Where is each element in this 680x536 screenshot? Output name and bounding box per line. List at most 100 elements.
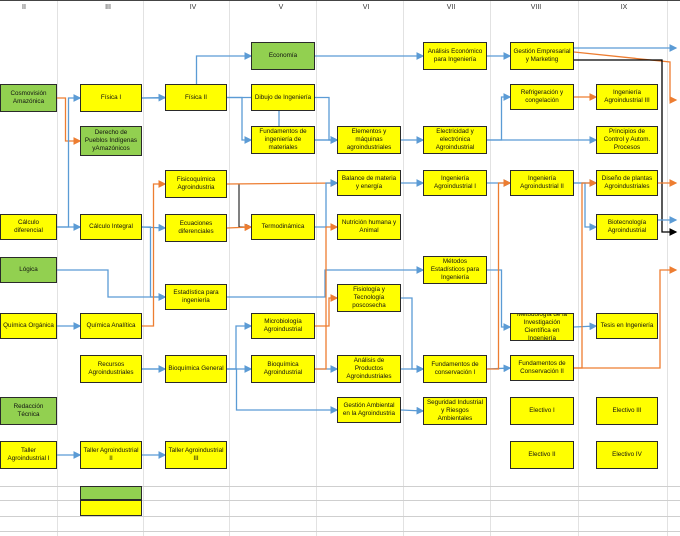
course-box-electivo3[interactable]: Electivo III [596,397,658,425]
course-box-bioquimica[interactable]: Bioquímica General [165,355,227,383]
arrow-gestion-amb-to-seguridad [400,406,425,415]
course-box-fisica2[interactable]: Física II [165,84,227,111]
course-box-balance[interactable]: Balance de materia y energía [337,170,401,196]
course-box-ing-agro3[interactable]: Ingeniería Agroindustrial III [596,84,658,110]
course-box-redaccion[interactable]: Redacción Técnica [0,397,57,425]
arrow-bioquimica-to-microbiologia [227,322,253,370]
course-box-ing-agro1[interactable]: Ingeniería Agroindustrial I [423,170,487,196]
course-box-blank-green[interactable] [80,486,142,500]
course-box-gestion-emp[interactable]: Gestión Empresarial y Marketing [510,42,574,70]
course-label: Electivo I [529,407,555,415]
course-box-derecho[interactable]: Derecho de Pueblos Indígenas yAmazónicos [80,126,142,156]
course-label: Electivo II [528,451,556,459]
arrow-metodos-est-to-metodologia [487,269,512,331]
grid-vertical-line [229,0,230,536]
course-box-electricidad[interactable]: Electricidad y electrónica Agroindustria… [423,126,487,154]
course-label: Metodología de la Investigación Científi… [516,313,568,341]
course-box-metodos-est[interactable]: Métodos Estadísticos para Ingeniería [423,256,487,284]
course-label: Redacción Técnica [13,403,44,418]
course-box-logica[interactable]: Lógica [0,257,57,283]
course-box-gestion-amb[interactable]: Gestión Ambiental en la Agroindustria [337,397,401,423]
course-box-elementos[interactable]: Elementos y máquinas agroindustriales [337,126,401,154]
course-box-taller2[interactable]: Taller Agroindustrial II [80,441,142,469]
arrow-calculo-dif-to-fisica1 [57,94,82,228]
arrow-quimica-an-to-fisicoquimica [142,180,167,327]
course-box-quimica-an[interactable]: Química Analítica [80,313,142,339]
course-box-estadistica[interactable]: Estadística para ingeniería [165,284,227,310]
offpage-arrow [574,59,678,236]
arrow-estadistica-to-metodos-est [227,266,425,298]
course-box-nutricion[interactable]: Nutrición humana y Animal [337,214,401,240]
course-label: Dibujo de Ingeniería [254,93,312,101]
arrow-fisicoquimica-to-termodinamica [227,183,252,230]
course-box-metodologia[interactable]: Metodología de la Investigación Científi… [510,313,574,341]
course-box-analisis-eco[interactable]: Análisis Económico para Ingeniería [423,42,487,70]
course-label: Ingeniería Agroindustrial III [604,89,650,104]
course-label: Ecuaciones diferenciales [178,220,214,235]
course-box-electivo2[interactable]: Electivo II [510,441,574,469]
arrow-ing-agro2-to-biotecnologia [574,182,598,231]
course-label: Bioquímica Agroindustrial [263,361,303,376]
grid-vertical-line [143,0,144,536]
course-box-electivo4[interactable]: Electivo IV [596,441,658,469]
semester-header-v: V [278,4,284,11]
arrow-fisiologia-to-fund-cons1 [401,297,425,373]
course-label: Química Orgánica [3,322,54,330]
course-box-ecuaciones[interactable]: Ecuaciones diferenciales [165,214,227,242]
course-box-fisiologia[interactable]: Fisiología y Tecnología poscosecha [337,284,401,312]
grid-vertical-line [490,0,491,536]
arrow-metodologia-to-tesis [573,322,598,331]
course-box-biotecnologia[interactable]: Biotecnología Agroindustrial [596,214,658,240]
course-box-economia[interactable]: Economía [251,42,315,70]
course-label: Gestión Ambiental en la Agroindustria [342,402,396,417]
course-box-electivo1[interactable]: Electivo I [510,397,574,425]
course-label: Gestión Empresarial y Marketing [513,48,571,63]
course-box-recursos[interactable]: Recursos Agroindustriales [80,355,142,383]
course-label: Ingeniería Agroindustrial II [520,175,564,190]
course-label: Análisis Económico para Ingeniería [427,48,483,63]
course-label: Física I [100,94,122,102]
course-box-calculo-dif[interactable]: Cálculo diferencial [0,214,57,240]
course-label: Física II [184,93,208,101]
semester-header-iv: IV [189,4,197,11]
course-label: Fundamentos de conservación I [431,361,479,376]
course-box-microbiologia[interactable]: Microbiología Agroindustrial [251,313,315,339]
course-label: Derecho de Pueblos Indígenas yAmazónicos [84,129,138,152]
course-box-refrigeracion[interactable]: Refrigeración y congelación [510,84,574,110]
course-box-cosmovision[interactable]: Cosmovisión Amazónica [0,84,57,112]
course-box-diseno[interactable]: Diseño de plantas Agroindustriales [596,170,658,196]
grid-horizontal-line [0,486,680,487]
course-label: Estadística para ingeniería [173,289,219,304]
course-box-blank-yellow[interactable] [80,500,142,516]
arrow-calculo-int-to-estadistica [142,226,167,301]
course-label: Tesis en Ingeniería [600,322,654,330]
course-box-dibujo[interactable]: Dibujo de Ingeniería [251,84,315,111]
course-box-taller1[interactable]: Taller Agroindustrial I [0,441,57,469]
semester-header-viii: VIII [530,4,542,11]
course-box-calculo-int[interactable]: Cálculo Integral [80,214,142,240]
course-box-principios[interactable]: Principios de Control y Autom. Procesos [596,126,658,154]
course-box-ing-agro2[interactable]: Ingeniería Agroindustrial II [510,170,574,196]
course-label: Cálculo diferencial [14,219,43,234]
course-label: Taller Agroindustrial II [83,447,139,462]
course-box-seguridad[interactable]: Seguridad Industrial y Riesgos Ambiental… [423,397,487,425]
course-label: Taller Agroindustrial I [7,447,50,462]
course-box-bioquimica-agro[interactable]: Bioquímica Agroindustrial [251,355,315,383]
course-label: Ingeniería Agroindustrial I [434,175,476,190]
course-box-fund-cons1[interactable]: Fundamentos de conservación I [423,355,487,383]
course-box-quimica-org[interactable]: Química Orgánica [0,313,57,339]
course-box-taller3[interactable]: Taller Agroindustrial III [165,441,227,469]
course-box-termodinamica[interactable]: Termodinámica [251,214,315,240]
course-box-fisicoquimica[interactable]: Fisicoquímica Agroindustria [165,170,227,198]
course-label: Electricidad y electrónica Agroindustria… [435,128,475,151]
course-label: Química Analítica [86,322,136,330]
course-label: Cálculo Integral [89,223,133,231]
course-box-fund-cons2[interactable]: Fundamentos de Conservación II [510,355,574,381]
course-label: Seguridad Industrial y Riesgos Ambiental… [426,399,483,422]
course-box-tesis[interactable]: Tesis en Ingeniería [596,313,658,339]
course-box-fisica1[interactable]: Física I [80,84,142,112]
course-label: Lógica [19,266,38,274]
course-box-analisis-prod[interactable]: Análisis de Productos Agroindustriales [337,355,401,383]
course-box-fundamentos-mat[interactable]: Fundamentos de ingeniería de materiales [251,126,315,154]
